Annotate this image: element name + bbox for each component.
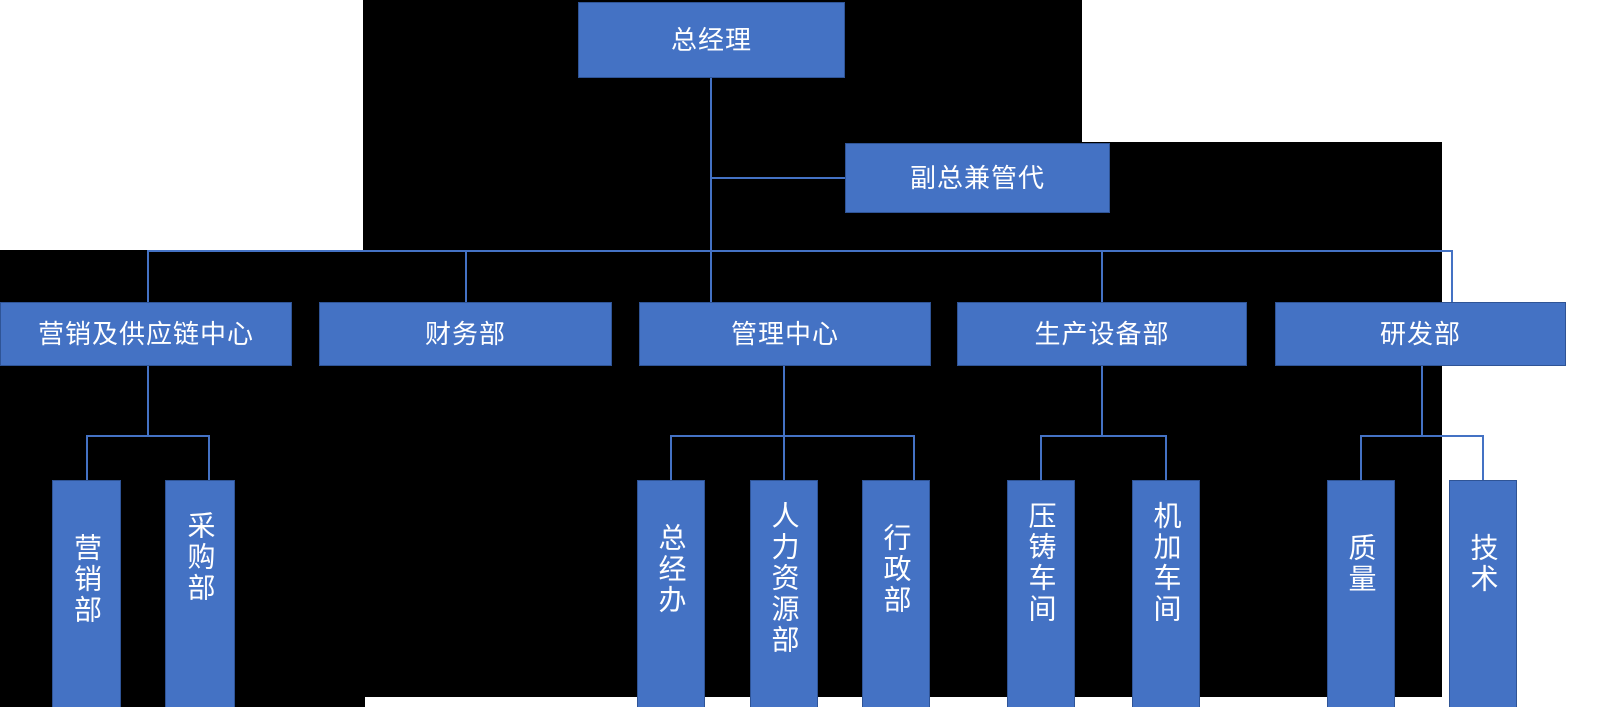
node-label: 管理中心 [730,318,839,349]
node-label: 人力资源部 [768,501,800,656]
connector-production-stem [1101,366,1103,436]
node-die-casting-workshop[interactable]: 压铸车间 [1007,480,1075,707]
node-machining-workshop[interactable]: 机加车间 [1132,480,1200,707]
connector-rnd-bus [1360,435,1484,437]
connector-drop-machining [1165,435,1167,480]
node-marketing-department[interactable]: 营销部 [52,480,121,707]
connector-drop-management [710,250,712,302]
node-label: 研发部 [1379,318,1461,349]
node-label: 总经办 [655,523,687,616]
node-administration-department[interactable]: 行政部 [862,480,930,707]
node-rnd-department[interactable]: 研发部 [1275,302,1566,366]
connector-drop-mkt-dept [86,435,88,480]
connector-level3-bus [147,250,1453,252]
node-label: 总经理 [670,24,752,55]
node-label: 生产设备部 [1034,318,1170,349]
node-vice-president[interactable]: 副总兼管代 [845,143,1110,213]
node-label: 机加车间 [1150,501,1182,625]
connector-marketing-bus [86,435,210,437]
connector-gm-trunk [710,78,712,252]
backdrop-plate-middle [1082,142,1442,250]
connector-gm-to-vp [710,177,846,179]
connector-rnd-stem [1421,366,1423,436]
node-label: 行政部 [880,523,912,616]
node-technology-department[interactable]: 技术 [1449,480,1517,707]
connector-drop-purchase [208,435,210,480]
node-general-manager[interactable]: 总经理 [578,2,845,78]
node-label: 压铸车间 [1025,501,1057,625]
connector-drop-hr [783,435,785,480]
node-label: 技术 [1467,533,1499,595]
node-management-center[interactable]: 管理中心 [639,302,931,366]
node-label: 质量 [1345,533,1377,595]
connector-drop-rnd [1451,250,1453,302]
node-label: 采购部 [184,511,216,604]
connector-drop-finance [465,250,467,302]
node-marketing-supply-chain-center[interactable]: 营销及供应链中心 [0,302,292,366]
connector-management-stem [783,366,785,436]
connector-production-bus [1040,435,1167,437]
node-production-equipment-department[interactable]: 生产设备部 [957,302,1247,366]
node-procurement-department[interactable]: 采购部 [165,480,235,707]
connector-drop-admin [913,435,915,480]
connector-drop-tech [1482,435,1484,480]
node-label: 营销部 [71,533,103,626]
node-label: 财务部 [424,318,506,349]
node-label: 副总兼管代 [909,162,1045,193]
connector-drop-diecast [1040,435,1042,480]
connector-drop-production [1101,250,1103,302]
connector-drop-quality [1360,435,1362,480]
connector-management-bus [670,435,915,437]
connector-marketing-stem [147,366,149,436]
node-label: 营销及供应链中心 [37,318,254,349]
node-finance-department[interactable]: 财务部 [319,302,612,366]
connector-drop-marketing-supply [147,250,149,302]
node-quality-department[interactable]: 质量 [1327,480,1395,707]
node-human-resources-department[interactable]: 人力资源部 [750,480,818,707]
connector-drop-gm-office [670,435,672,480]
node-general-manager-office[interactable]: 总经办 [637,480,705,707]
